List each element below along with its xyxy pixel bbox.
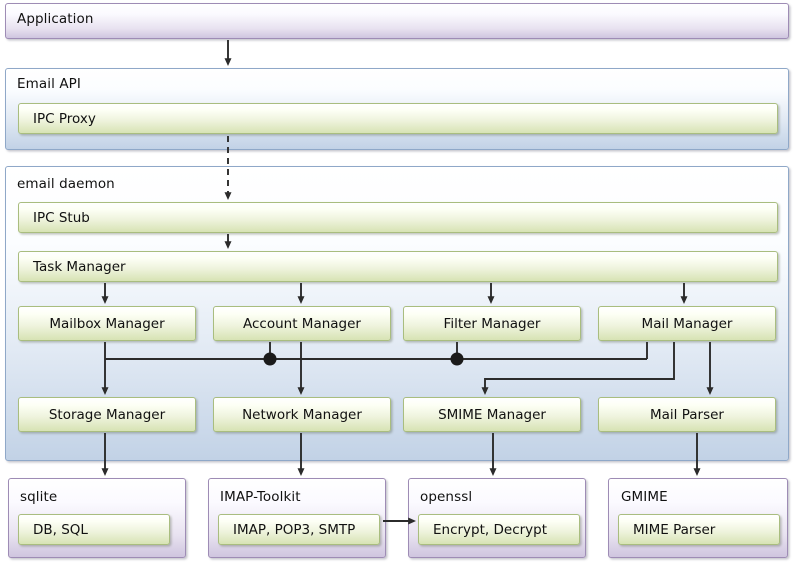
module-storage-manager[interactable]: Storage Manager — [18, 397, 196, 432]
module-imap-pop3-smtp[interactable]: IMAP, POP3, SMTP — [218, 514, 380, 545]
layer-email-api-label: Email API — [17, 76, 82, 92]
library-gmime-label: GMIME — [621, 489, 668, 505]
module-encrypt-decrypt[interactable]: Encrypt, Decrypt — [418, 514, 580, 545]
module-storage-manager-label: Storage Manager — [48, 406, 166, 423]
module-mailbox-manager[interactable]: Mailbox Manager — [18, 306, 196, 341]
module-mime-parser-label: MIME Parser — [633, 521, 716, 538]
module-filter-manager-label: Filter Manager — [443, 315, 541, 332]
module-ipc-proxy-label: IPC Proxy — [33, 110, 96, 127]
module-ipc-proxy[interactable]: IPC Proxy — [18, 103, 778, 134]
library-openssl-label: openssl — [420, 489, 473, 505]
module-mime-parser[interactable]: MIME Parser — [618, 514, 780, 545]
module-smime-manager[interactable]: SMIME Manager — [403, 397, 581, 432]
library-imap-toolkit-label: IMAP-Toolkit — [220, 489, 301, 505]
module-smime-manager-label: SMIME Manager — [438, 406, 546, 423]
module-db-sql-label: DB, SQL — [33, 521, 88, 538]
module-db-sql[interactable]: DB, SQL — [18, 514, 170, 545]
module-account-manager[interactable]: Account Manager — [213, 306, 391, 341]
module-mailbox-manager-label: Mailbox Manager — [49, 315, 165, 332]
module-task-manager-label: Task Manager — [33, 258, 126, 275]
module-account-manager-label: Account Manager — [243, 315, 361, 332]
module-imap-pop3-smtp-label: IMAP, POP3, SMTP — [233, 521, 356, 538]
library-sqlite-label: sqlite — [20, 489, 58, 505]
layer-application — [5, 3, 789, 39]
layer-email-daemon-label: email daemon — [17, 176, 115, 192]
module-ipc-stub[interactable]: IPC Stub — [18, 202, 778, 233]
module-encrypt-decrypt-label: Encrypt, Decrypt — [433, 521, 548, 538]
module-task-manager[interactable]: Task Manager — [18, 251, 778, 282]
module-mail-manager-label: Mail Manager — [641, 315, 733, 332]
module-filter-manager[interactable]: Filter Manager — [403, 306, 581, 341]
module-network-manager-label: Network Manager — [242, 406, 362, 423]
module-network-manager[interactable]: Network Manager — [213, 397, 391, 432]
module-mail-parser-label: Mail Parser — [650, 406, 724, 423]
module-ipc-stub-label: IPC Stub — [33, 209, 90, 226]
module-mail-manager[interactable]: Mail Manager — [598, 306, 776, 341]
module-mail-parser[interactable]: Mail Parser — [598, 397, 776, 432]
layer-application-label: Application — [17, 11, 94, 27]
